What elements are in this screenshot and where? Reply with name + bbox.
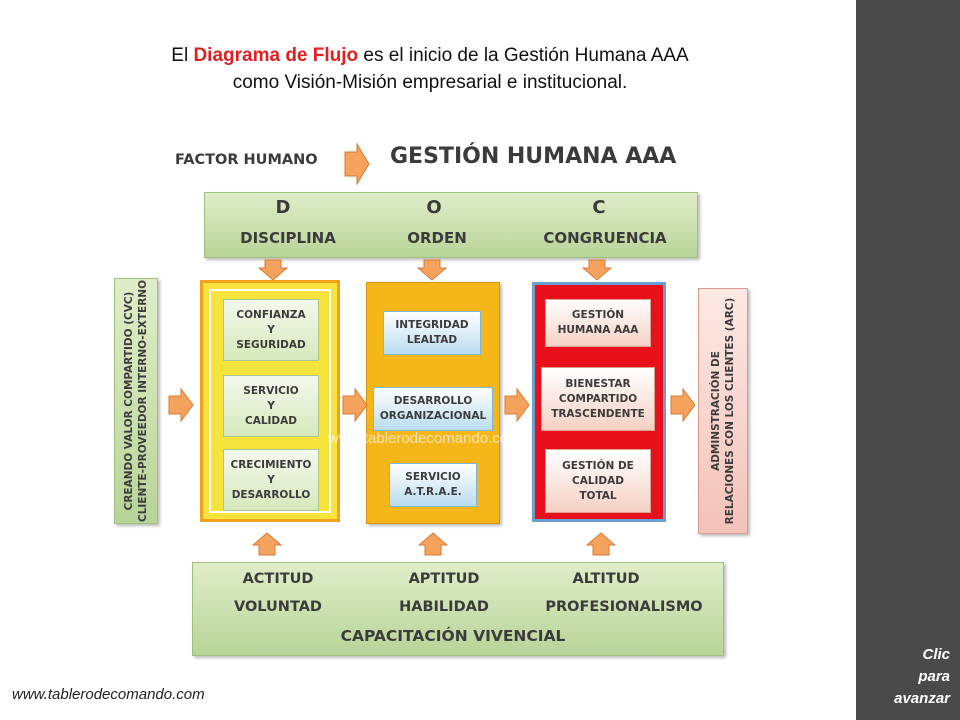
servicio-atrae-box: SERVICIO A.T.R.A.E. — [389, 463, 477, 507]
box-line: DESARROLLO — [231, 488, 311, 501]
bienestar-box: BIENESTAR COMPARTIDO TRASCENDENTE — [541, 367, 655, 431]
box-line: ORGANIZACIONAL — [379, 410, 487, 422]
calidad-total-box: GESTIÓN DE CALIDAD TOTAL — [545, 449, 651, 513]
factor-humano-label: FACTOR HUMANO — [175, 152, 318, 168]
box-line: SERVICIO — [405, 471, 461, 483]
diagram-watermark: www.tablerodecomando.com — [328, 430, 521, 447]
altitud-label: ALTITUD — [572, 571, 640, 587]
box-line: CALIDAD — [245, 414, 297, 427]
title-part-2: es el inicio de la Gestión Humana AAA — [358, 45, 689, 66]
habilidad-label: HABILIDAD — [399, 599, 489, 615]
word-congruencia: CONGRUENCIA — [543, 229, 667, 247]
crecimiento-box: CRECIMIENTO Y DESARROLLO — [223, 449, 319, 511]
click-line-2: para — [918, 668, 950, 685]
title-line-2: como Visión-Misión empresarial e institu… — [232, 72, 628, 93]
box-line: HUMANA AAA — [557, 324, 639, 336]
cvc-vertical-label: CREANDO VALOR COMPARTIDO (CVC) CLIENTE-P… — [122, 279, 150, 523]
box-line: Y — [267, 399, 275, 412]
right-arrow-icon — [504, 388, 530, 422]
box-line: TRASCENDENTE — [551, 407, 645, 420]
box-line: SEGURIDAD — [236, 338, 306, 351]
word-disciplina: DISCIPLINA — [240, 229, 336, 247]
doc-panel: D O C DISCIPLINA ORDEN CONGRUENCIA — [204, 192, 698, 258]
box-line: BIENESTAR — [565, 377, 631, 390]
arc-line-1: ADMINSTRACIÓN DE — [710, 351, 722, 471]
yellow-column-frame — [209, 289, 331, 513]
box-line: COMPARTIDO — [558, 392, 638, 405]
down-arrow-icon — [582, 259, 612, 281]
capacitacion-panel: ACTITUD APTITUD ALTITUD VOLUNTAD HABILID… — [192, 562, 724, 656]
box-line: SERVICIO — [243, 384, 299, 397]
up-arrow-icon — [252, 532, 282, 556]
orange-column: INTEGRIDAD LEALTAD DESARROLLO ORGANIZACION… — [366, 282, 500, 524]
factor-arrow-icon — [344, 142, 370, 186]
arc-line-2: RELACIONES CON LOS CLIENTES (ARC) — [724, 297, 736, 525]
click-to-advance[interactable]: Clic para avanzar — [894, 644, 950, 710]
footer-url[interactable]: www.tablerodecomando.com — [12, 686, 205, 703]
click-line-3: avanzar — [894, 690, 950, 707]
box-line: A.T.R.A.E. — [404, 486, 462, 498]
box-line: CRECIMIENTO — [230, 458, 312, 471]
aptitud-label: APTITUD — [408, 571, 480, 587]
right-arrow-icon — [168, 388, 194, 422]
box-line: TOTAL — [579, 489, 617, 502]
box-line: LEALTAD — [406, 334, 458, 346]
flow-diagram: FACTOR HUMANO GESTIÓN HUMANA AAA D O C D… — [100, 130, 760, 670]
right-sidebar: Clic para avanzar — [856, 0, 960, 720]
up-arrow-icon — [418, 532, 448, 556]
box-line: GESTIÓN — [571, 309, 625, 321]
actitud-label: ACTITUD — [242, 571, 314, 587]
title-highlight: Diagrama de Flujo — [193, 45, 359, 66]
gestion-humana-title: GESTIÓN HUMANA AAA — [390, 144, 677, 169]
profesionalismo-label: PROFESIONALISMO — [545, 599, 703, 615]
down-arrow-icon — [417, 259, 447, 281]
up-arrow-icon — [586, 532, 616, 556]
slide-title: El Diagrama de Flujo es el inicio de la … — [60, 42, 800, 96]
letter-d: D — [275, 197, 291, 218]
desarrollo-organizacional-box: DESARROLLO ORGANIZACIONAL — [373, 387, 493, 431]
letter-c: C — [592, 197, 606, 218]
box-line: Y — [267, 323, 275, 336]
letter-o: O — [426, 197, 442, 218]
right-arrow-icon — [670, 388, 696, 422]
arc-vertical-label: ADMINSTRACIÓN DE RELACIONES CON LOS CLIE… — [709, 289, 737, 533]
arc-panel: ADMINSTRACIÓN DE RELACIONES CON LOS CLIE… — [698, 288, 748, 534]
box-line: CONFIANZA — [236, 308, 306, 321]
capacitacion-vivencial-label: CAPACITACIÓN VIVENCIAL — [340, 627, 566, 645]
servicio-calidad-box: SERVICIO Y CALIDAD — [223, 375, 319, 437]
box-line: CALIDAD — [572, 474, 624, 487]
box-line: Y — [267, 473, 275, 486]
cvc-panel: CREANDO VALOR COMPARTIDO (CVC) CLIENTE-P… — [114, 278, 158, 524]
click-line-1: Clic — [922, 646, 950, 663]
gestion-humana-box: GESTIÓN HUMANA AAA — [545, 299, 651, 347]
cvc-line-2: CLIENTE-PROVEEDOR INTERNO-EXTERNO — [137, 279, 149, 523]
red-column: GESTIÓN HUMANA AAA BIENESTAR COMPARTIDO TRA… — [532, 282, 666, 522]
down-arrow-icon — [258, 259, 288, 281]
yellow-column: CONFIANZA Y SEGURIDAD SERVICIO Y CALIDAD CRE… — [200, 280, 340, 522]
voluntad-label: VOLUNTAD — [234, 599, 322, 615]
box-line: DESARROLLO — [393, 395, 473, 407]
word-orden: ORDEN — [407, 229, 467, 247]
cvc-line-1: CREANDO VALOR COMPARTIDO (CVC) — [123, 291, 135, 511]
right-arrow-icon — [342, 388, 368, 422]
box-line: INTEGRIDAD — [395, 319, 469, 331]
confianza-box: CONFIANZA Y SEGURIDAD — [223, 299, 319, 361]
title-part-1: El — [171, 45, 194, 66]
integridad-box: INTEGRIDAD LEALTAD — [383, 311, 481, 355]
box-line: GESTIÓN DE — [562, 459, 634, 472]
